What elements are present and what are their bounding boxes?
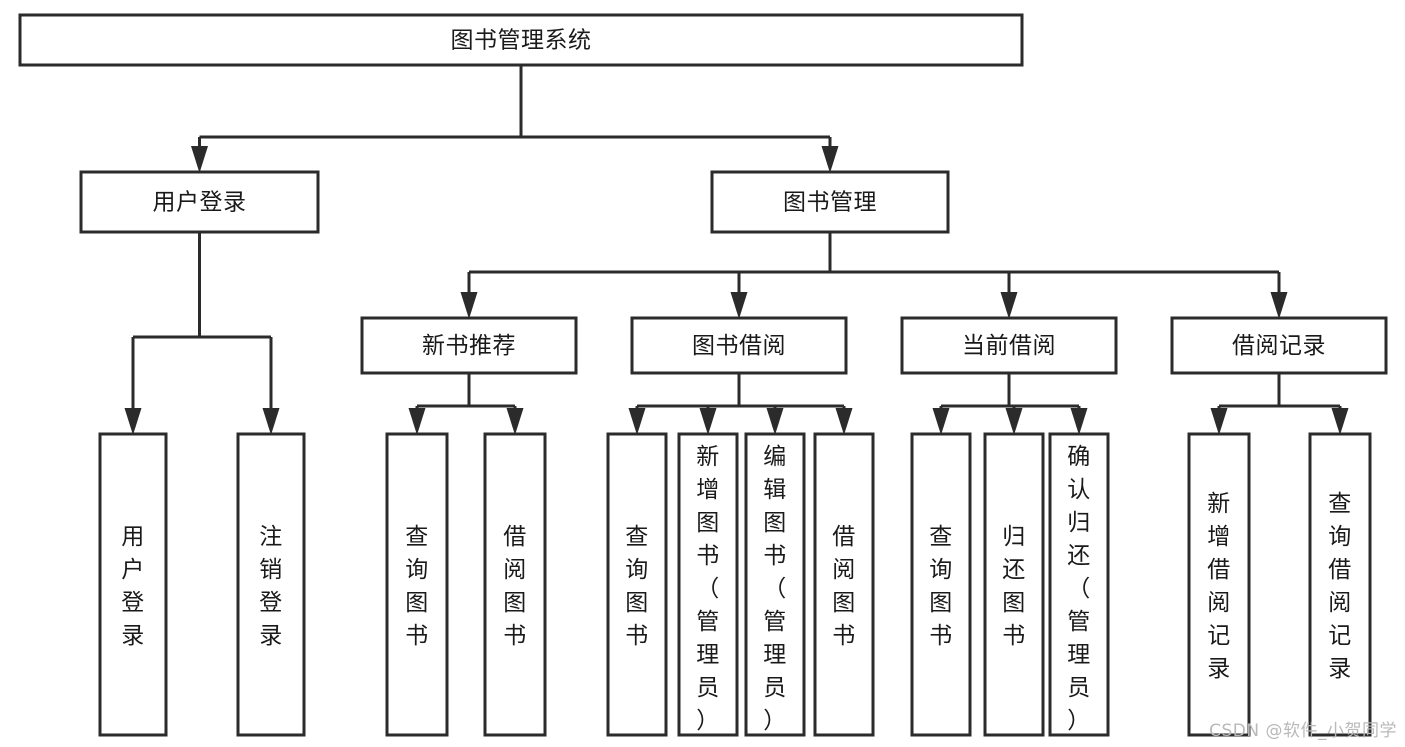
node-box[interactable] <box>1170 316 1388 375</box>
node-user-login[interactable]: 用户登录 <box>79 170 320 234</box>
node-label: 借阅图书 <box>503 524 527 649</box>
node-current-borrow[interactable]: 当前借阅 <box>900 316 1118 375</box>
node-label: 用户登录 <box>153 190 247 216</box>
node-fn-nbr-borrow-book[interactable]: 借阅图书 <box>483 432 547 737</box>
arrow-head-icon <box>1331 408 1349 435</box>
node-box[interactable] <box>910 432 972 737</box>
arrow-head-icon <box>628 408 646 435</box>
node-fn-cb-confirm-return[interactable]: 确认归还（管理员） <box>1048 432 1110 737</box>
node-label: 查询借阅记录 <box>1328 491 1352 682</box>
arrow-head-icon <box>460 292 478 319</box>
node-box[interactable] <box>98 432 168 737</box>
connector-group-book-borrow <box>628 373 853 435</box>
node-box[interactable] <box>900 316 1118 375</box>
node-label: 借阅图书 <box>832 524 856 649</box>
node-box[interactable] <box>1308 432 1372 737</box>
node-book-manage[interactable]: 图书管理 <box>710 170 950 234</box>
node-box[interactable] <box>79 170 320 234</box>
node-root[interactable]: 图书管理系统 <box>18 13 1024 67</box>
node-fn-br-query-record[interactable]: 查询借阅记录 <box>1308 432 1372 737</box>
node-label: 借阅记录 <box>1232 333 1326 359</box>
arrow-head-icon <box>1210 408 1228 435</box>
node-label: 查询图书 <box>405 524 429 649</box>
node-fn-bb-query-book[interactable]: 查询图书 <box>606 432 668 737</box>
node-fn-user-logout[interactable]: 注销登录 <box>236 432 306 737</box>
node-label: 查询图书 <box>625 524 649 649</box>
node-label: 查询图书 <box>929 524 953 649</box>
connector-group-root <box>191 65 839 173</box>
node-label: 新书推荐 <box>422 333 516 359</box>
node-label: 归还图书 <box>1002 524 1026 649</box>
node-fn-cb-query-book[interactable]: 查询图书 <box>910 432 972 737</box>
node-label: 当前借阅 <box>962 333 1056 359</box>
node-box[interactable] <box>710 170 950 234</box>
node-box[interactable] <box>630 316 848 375</box>
node-label: 编辑图书（管理员） <box>763 444 787 734</box>
arrow-head-icon <box>835 408 853 435</box>
node-label: 注销登录 <box>259 524 283 649</box>
node-label: 图书借阅 <box>692 333 786 359</box>
connector-group-new-book-recommend <box>408 373 524 435</box>
node-fn-bb-add-book[interactable]: 新增图书（管理员） <box>677 432 739 737</box>
nodes-layer: 图书管理系统用户登录图书管理新书推荐图书借阅当前借阅借阅记录用户登录注销登录查询… <box>18 13 1388 737</box>
node-fn-nbr-query-book[interactable]: 查询图书 <box>385 432 449 737</box>
arrow-head-icon <box>821 146 839 173</box>
node-box[interactable] <box>236 432 306 737</box>
node-fn-user-login[interactable]: 用户登录 <box>98 432 168 737</box>
connector-group-current-borrow <box>932 373 1088 435</box>
node-box[interactable] <box>677 432 739 737</box>
node-label: 确认归还（管理员） <box>1067 444 1091 734</box>
connectors-layer <box>124 65 1349 435</box>
arrow-head-icon <box>699 408 717 435</box>
arrow-head-icon <box>506 408 524 435</box>
node-label: 用户登录 <box>121 524 145 649</box>
arrow-head-icon <box>408 408 426 435</box>
arrow-head-icon <box>1070 408 1088 435</box>
arrow-head-icon <box>766 408 784 435</box>
arrow-head-icon <box>124 408 142 435</box>
node-label: 新增借阅记录 <box>1207 491 1231 682</box>
node-box[interactable] <box>483 432 547 737</box>
node-label: 图书管理 <box>783 190 877 216</box>
csdn-watermark: CSDN @软件_小贺同学 <box>1209 721 1397 741</box>
node-box[interactable] <box>606 432 668 737</box>
node-box[interactable] <box>360 316 578 375</box>
node-fn-br-add-record[interactable]: 新增借阅记录 <box>1187 432 1251 737</box>
node-label: 图书管理系统 <box>451 28 592 54</box>
node-box[interactable] <box>983 432 1045 737</box>
node-box[interactable] <box>1187 432 1251 737</box>
arrow-head-icon <box>262 408 280 435</box>
node-fn-bb-edit-book[interactable]: 编辑图书（管理员） <box>744 432 806 737</box>
node-label: 新增图书（管理员） <box>696 444 720 734</box>
arrow-head-icon <box>730 292 748 319</box>
node-box[interactable] <box>813 432 875 737</box>
arrow-head-icon <box>1000 292 1018 319</box>
arrow-head-icon <box>191 146 208 173</box>
node-fn-cb-return-book[interactable]: 归还图书 <box>983 432 1045 737</box>
node-new-book-recommend[interactable]: 新书推荐 <box>360 316 578 375</box>
node-box[interactable] <box>385 432 449 737</box>
arrow-head-icon <box>1005 408 1023 435</box>
arrow-head-icon <box>1270 292 1288 319</box>
node-box[interactable] <box>18 13 1024 67</box>
connector-group-borrow-record <box>1210 373 1349 435</box>
node-box[interactable] <box>744 432 806 737</box>
node-borrow-record[interactable]: 借阅记录 <box>1170 316 1388 375</box>
node-box[interactable] <box>1048 432 1110 737</box>
node-fn-bb-borrow-book[interactable]: 借阅图书 <box>813 432 875 737</box>
connector-group-user-login <box>124 232 280 435</box>
arrow-head-icon <box>932 408 950 435</box>
node-book-borrow[interactable]: 图书借阅 <box>630 316 848 375</box>
connector-group-book-manage <box>460 232 1288 319</box>
